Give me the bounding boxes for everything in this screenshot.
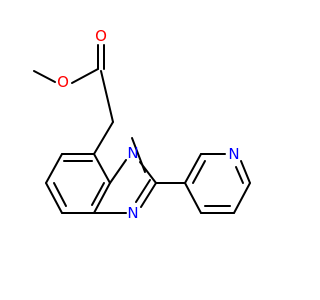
pyridine-ring <box>184 153 251 214</box>
bond-py-c3-c2 <box>184 153 202 184</box>
bond-c3a-c7a-inner <box>91 182 105 206</box>
bond-c2-n3-double <box>135 179 151 203</box>
atom-n-pyridine: N <box>228 145 239 163</box>
bond-c5-c4 <box>45 182 63 214</box>
bond-methyl-o <box>33 70 56 83</box>
atom-n-imine: N <box>127 204 138 222</box>
imidazole-ring <box>93 159 157 214</box>
bond-py-n-c6 <box>240 160 251 184</box>
atom-o-ether: O <box>57 73 69 91</box>
bond-c3a-c7a <box>93 182 111 214</box>
bond-c2-n3 <box>140 182 157 208</box>
benzene-ring <box>45 121 114 214</box>
bond-carbonyl-c-ring <box>100 70 114 123</box>
bond-c7a-n1 <box>109 159 127 184</box>
bond-py-n-c6-inner <box>235 166 244 184</box>
bond-py-c6-c5 <box>233 182 251 214</box>
bond-c5-c4-inner <box>53 182 67 207</box>
ester-group <box>33 44 114 123</box>
bond-n1-c2 <box>139 161 157 184</box>
atom-n-methyl: N <box>127 144 138 162</box>
bond-py-c3-c2-inner <box>192 160 206 184</box>
bond-c7-c7a <box>93 121 114 155</box>
atom-o-carbonyl: O <box>95 27 107 45</box>
molecule-structure-diagram: O O N N N <box>33 27 251 222</box>
bond-c6-c5 <box>45 153 63 184</box>
bond-c7a-c7 <box>93 153 111 184</box>
bond-o-carbonyl-c <box>71 68 99 84</box>
bond-py-c4-c3 <box>184 182 202 214</box>
